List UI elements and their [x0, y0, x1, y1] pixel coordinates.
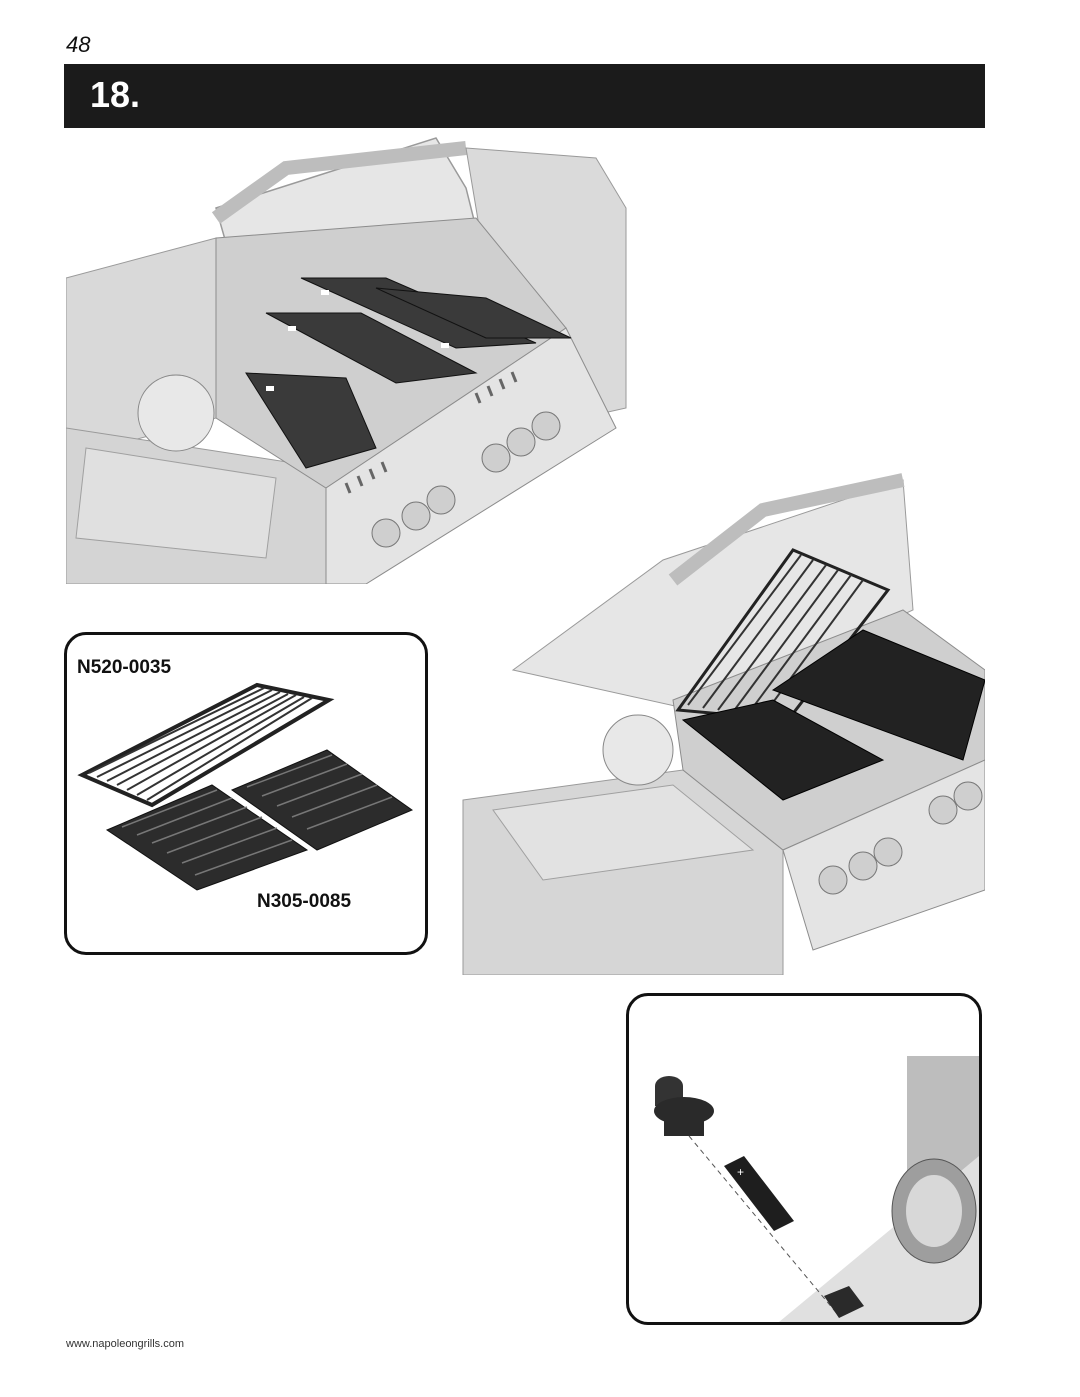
battery-replacement-illustration: +: [654, 1056, 979, 1322]
grill-sear-plates-illustration: [66, 128, 628, 584]
footer-url[interactable]: www.napoleongrills.com: [66, 1338, 184, 1350]
warming-rack-part-number: N520-0035: [77, 657, 172, 678]
battery-inset: +: [626, 993, 982, 1325]
parts-inset: N520-0035 N305-0085: [64, 632, 428, 955]
cooking-grids-part-number: N305-0085: [257, 891, 352, 912]
step-number: 18.: [90, 74, 141, 115]
step-header-bar: 18.: [64, 64, 985, 128]
page-number: 48: [66, 32, 91, 57]
grill-grids-installed-illustration: [433, 470, 985, 975]
svg-text:+: +: [737, 1165, 744, 1179]
cooking-grids-illustration: [77, 682, 414, 891]
